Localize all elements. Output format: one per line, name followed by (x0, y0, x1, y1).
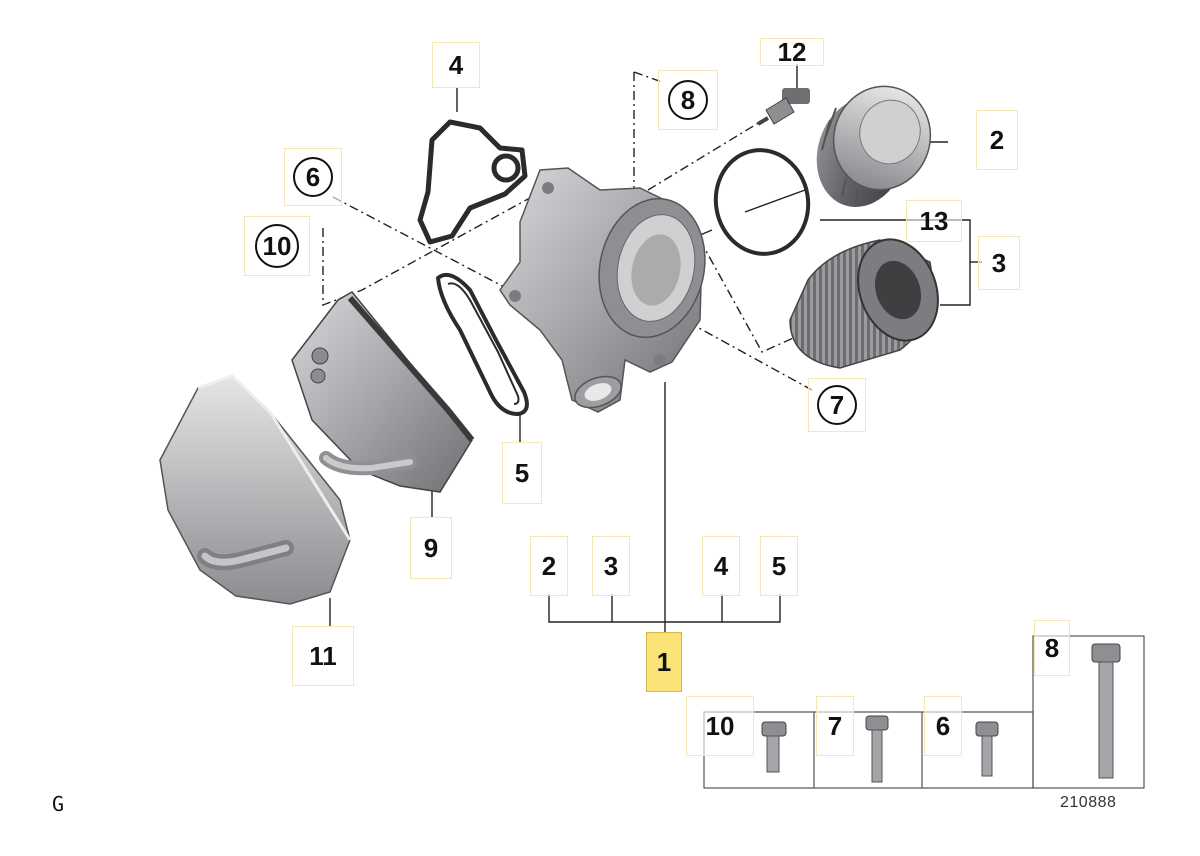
corner-mark: G (52, 792, 65, 816)
callout-11: 11 (292, 626, 354, 686)
callout-2: 2 (976, 110, 1018, 170)
callout-10-frame: 10 (244, 216, 310, 276)
callout-1-highlighted[interactable]: 1 (646, 632, 682, 692)
bolt-label-10: 10 (686, 696, 754, 756)
callout-10: 10 (255, 224, 299, 268)
bolt-label-6: 6 (924, 696, 962, 756)
sensor-part-12 (756, 88, 810, 126)
bolts (761, 643, 1121, 783)
bolt-10 (761, 721, 787, 773)
callout-3: 3 (978, 236, 1020, 290)
callout-7: 7 (817, 385, 857, 425)
callout-6-frame: 6 (284, 148, 342, 206)
bracket-label-3: 3 (592, 536, 630, 596)
callout-7-frame: 7 (808, 378, 866, 432)
callout-5: 5 (502, 442, 542, 504)
filter-cap-part-2 (816, 85, 932, 207)
filter-element-part-3 (789, 238, 939, 369)
bolt-label-7: 7 (816, 696, 854, 756)
callout-13: 13 (906, 200, 962, 242)
diagram-reference-number: 210888 (1060, 794, 1117, 811)
gasket-part-4 (417, 119, 528, 245)
callout-8: 8 (668, 80, 708, 120)
callout-4: 4 (432, 42, 480, 88)
bolt-6 (975, 721, 999, 777)
bolt-8 (1091, 643, 1121, 779)
bracket-label-4: 4 (702, 536, 740, 596)
o-ring-part-13 (713, 148, 811, 256)
bolt-label-8: 8 (1034, 620, 1070, 676)
callout-9: 9 (410, 517, 452, 579)
bracket-label-5: 5 (760, 536, 798, 596)
bolt-7 (865, 715, 889, 783)
oil-cooler-part-9 (291, 291, 475, 493)
cooler-cover-part-11 (159, 374, 352, 605)
seal-part-5 (436, 273, 529, 416)
bracket-label-2: 2 (530, 536, 568, 596)
callout-6: 6 (293, 157, 333, 197)
callout-8-frame: 8 (658, 70, 718, 130)
oil-filter-housing-part-1 (499, 167, 706, 413)
callout-12: 12 (760, 38, 824, 66)
